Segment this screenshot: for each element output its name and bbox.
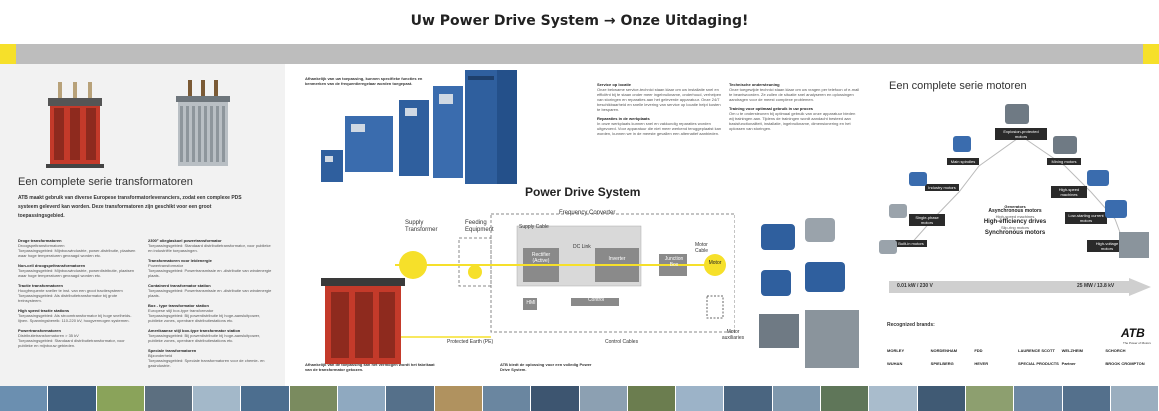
label-rectifier: Rectifier (Active) — [531, 252, 551, 264]
brand-item: NORDENHAM — [930, 348, 958, 353]
brands-grid: MORLEY NORDENHAM FDD LAURENCE SCOTT WELZ… — [887, 348, 1149, 366]
label-control-cables: Control Cables — [605, 339, 639, 345]
label-frequency-converter: Frequency Converter — [559, 210, 616, 216]
label-junction-box: Junction Box — [664, 256, 684, 268]
support-section: Technische ondersteuning Onze toegewijde… — [729, 82, 861, 131]
caption-bottom-left: Afhankelijk van de toepassing kan het ve… — [305, 362, 435, 372]
transformer-red-illustration — [46, 82, 104, 168]
brand-item: SPECIAL PRODUCTS — [1018, 361, 1059, 366]
motor-icons — [879, 104, 1149, 258]
power-low-label: 0.01 kW / 230 V — [897, 283, 933, 289]
brand-item: HEVER — [974, 361, 989, 366]
transformers-panel: Een complete serie transformatoren ATB m… — [0, 64, 285, 386]
power-drive-panel: Afhankelijk van uw toepassing, kunnen sp… — [285, 64, 869, 386]
transformers-intro: ATB maakt gebruik van diverse Europese t… — [18, 195, 242, 219]
tech-text: Onze toegewijde technici staan klaar om … — [729, 87, 860, 102]
header-band — [0, 44, 1159, 64]
transformers-heading: Een complete serie transformatoren — [18, 176, 193, 188]
service-text: Onze bekwame service-technici staan klaa… — [597, 87, 722, 112]
center-async: Asynchronous motors — [988, 208, 1042, 214]
label-dc-link: DC Link — [573, 244, 591, 250]
label-motor: Motor — [708, 260, 722, 266]
brand-item: BROOK CROMPTON — [1105, 361, 1145, 366]
brand-item: Partner — [1061, 361, 1076, 366]
label-inverter: Inverter — [608, 256, 626, 262]
ring-label-single-phase: Single-phase motors — [909, 214, 945, 226]
title-strip: Uw Power Drive System → Onze Uitdaging! — [0, 0, 1159, 44]
ring-label-high-speed: High-speed machines — [1051, 186, 1087, 198]
brand-item: LAURENCE SCOTT — [1018, 348, 1055, 353]
photo-strip — [0, 386, 1159, 411]
center-sync: Synchronous motors — [984, 230, 1046, 236]
label-supply-cable: Supply Cable — [519, 224, 549, 230]
brand-item: MORLEY — [887, 348, 905, 353]
caption-top: Afhankelijk van uw toepassing, kunnen sp… — [305, 76, 423, 86]
list-item: Amerikaanse stijl box-type transformator… — [148, 328, 261, 343]
label-motor-cable: Motor Cable — [695, 242, 709, 254]
repair-text: In onze werkplaats kunnen snel en vakkun… — [597, 121, 722, 136]
atb-logo-sub: The Power of Motors — [1123, 341, 1151, 345]
brand-item: SCHORCH — [1105, 348, 1126, 353]
ring-label-mining: Mining motors — [1047, 158, 1081, 165]
ring-label-built-in: Built-in motors — [895, 240, 927, 247]
center-slip-ring: Slip-ring motors — [1000, 225, 1029, 230]
page-title: Uw Power Drive System → Onze Uitdaging! — [410, 13, 749, 29]
ring-label-high-voltage: High-voltage motors — [1087, 240, 1127, 252]
label-control: Control — [587, 297, 605, 303]
service-title: Service op locatie — [597, 82, 632, 87]
diagram-title: Power Drive System — [525, 185, 641, 199]
brand-item: FDD — [974, 348, 983, 353]
motors-illustration — [759, 218, 859, 368]
power-scale-arrow — [889, 278, 1151, 296]
power-high-label: 25 MW / 13.8 kV — [1077, 283, 1115, 289]
label-feeding-equipment: Feeding Equipment — [465, 220, 494, 233]
caption-bottom-right: ATB biedt de oplossing voor een volledig… — [500, 362, 592, 372]
center-high-speed: High-speed machines — [995, 214, 1035, 219]
ring-center-text: Generators Asynchronous motors High-spee… — [965, 204, 1065, 236]
label-supply-transformer: Supply Transformer — [405, 220, 438, 233]
service-section: Service op locatie Onze bekwame service-… — [597, 82, 722, 136]
training-title: Training voor optimaal gebruik in uw pro… — [729, 106, 814, 111]
motors-heading: Een complete serie motoren — [889, 80, 1027, 92]
accent-block-right — [1143, 44, 1159, 64]
ring-label-low-starting: Low-starting current motors — [1065, 212, 1107, 224]
center-generators: Generators — [1004, 204, 1026, 209]
ring-label-explosion: Explosion-protected motors — [995, 128, 1047, 140]
ring-label-industry: Industry motors — [925, 184, 959, 191]
center-high-eff: High-efficiency drives — [983, 219, 1047, 225]
training-text: Om u te ondersteunen bij optimaal gebrui… — [729, 111, 856, 131]
motors-panel: Een complete serie motoren Explosion-pro… — [869, 64, 1159, 386]
brand-item: WELZHEIM — [1061, 348, 1083, 353]
ring-label-main-spindles: Main spindles — [947, 158, 979, 165]
label-hmi: HMI — [526, 300, 536, 306]
atb-logo: ATB — [1121, 326, 1145, 340]
power-drive-diagram — [395, 213, 735, 338]
repair-title: Reparaties in de werkplaats — [597, 116, 650, 121]
brands-title: Recognized brands: — [887, 322, 935, 328]
tech-title: Technische ondersteuning — [729, 82, 780, 87]
brand-item: WUHAN — [887, 361, 903, 366]
accent-block-left — [0, 44, 16, 64]
label-motor-auxiliaries: Motor auxiliaries — [721, 329, 745, 341]
transformer-illustration — [321, 278, 405, 364]
frequency-converter-illustration — [321, 70, 517, 184]
transformer-oil-illustration — [176, 80, 230, 166]
brand-item: SPIELBERG — [930, 361, 954, 366]
label-protected-earth: Protected Earth (PE) — [447, 339, 494, 345]
